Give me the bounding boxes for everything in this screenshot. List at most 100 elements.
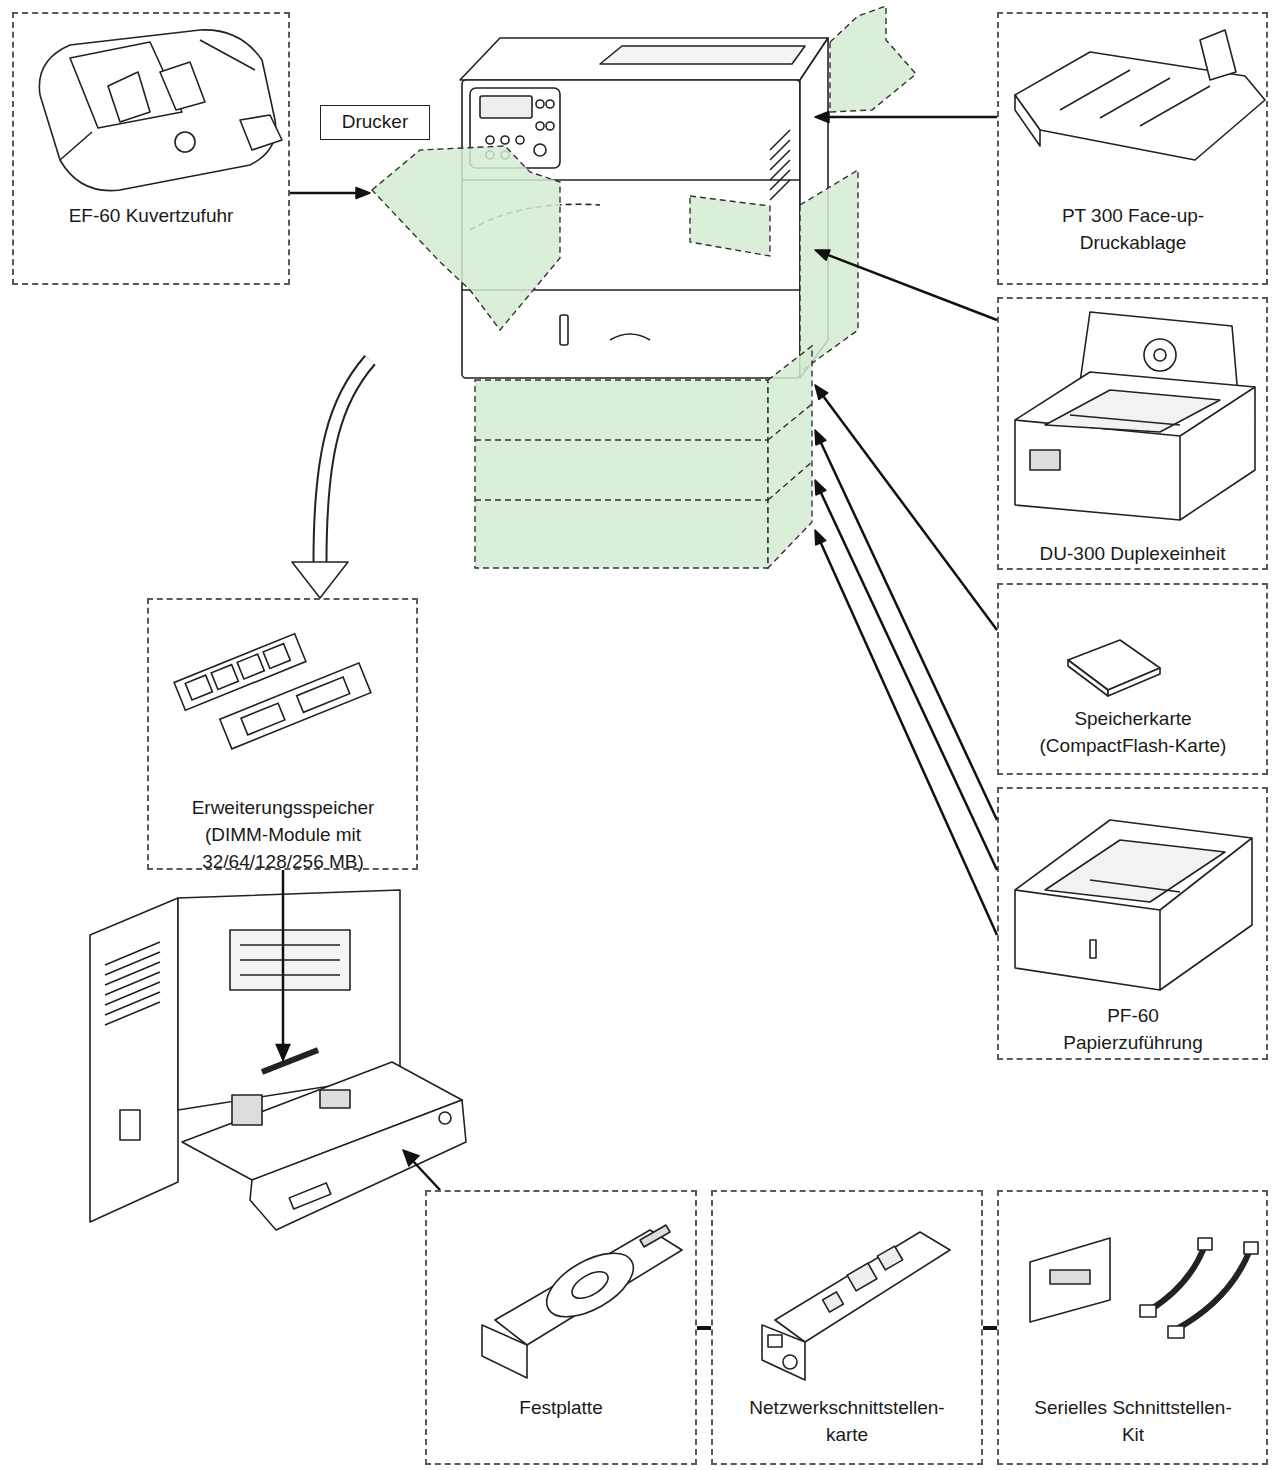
printer-rear-illustration xyxy=(262,1050,318,1072)
option-label: EF-60 Kuvertzufuhr xyxy=(14,202,288,229)
option-outline-area xyxy=(800,170,858,372)
option-box: PF-60 Papierzuführung xyxy=(997,787,1268,1060)
printer-rear-illustration xyxy=(240,959,340,961)
printer-illustration xyxy=(501,136,509,144)
option-outline-area xyxy=(768,346,812,568)
option-label: PT 300 Face-up- Druckablage xyxy=(1043,202,1223,256)
printer-rear-illustration xyxy=(289,1183,331,1209)
option-label: Erweiterungsspeicher (DIMM-Module mit 32… xyxy=(173,794,393,875)
dimm-module-illustration xyxy=(297,677,350,712)
printer-rear-illustration xyxy=(232,1095,262,1125)
hard-disk-illustration xyxy=(536,1240,643,1330)
printer-illustration xyxy=(486,136,494,144)
option-label: Speicherkarte (CompactFlash-Karte) xyxy=(1023,705,1243,759)
compactflash-card-illustration xyxy=(1108,668,1160,696)
printer-rear-illustration xyxy=(105,992,160,1015)
option-label: Festplatte xyxy=(427,1394,695,1421)
printer-rear-illustration xyxy=(105,962,160,985)
printer-rear-illustration xyxy=(120,1110,140,1140)
arrow-head xyxy=(292,562,348,598)
network-card-illustration xyxy=(762,1232,950,1380)
connector-arrow xyxy=(815,430,997,820)
view-arrow xyxy=(292,360,370,598)
dimm-module-illustration xyxy=(263,644,290,669)
duplex-unit-illustration xyxy=(1070,415,1180,425)
dimm-module-illustration xyxy=(237,654,264,679)
option-outline-area xyxy=(372,146,560,330)
dimm-module-illustration xyxy=(220,663,371,749)
hard-disk-illustration xyxy=(495,1230,682,1345)
printer-rear-illustration xyxy=(439,1112,451,1124)
printer-label: Drucker xyxy=(320,105,430,140)
duplex-unit-illustration xyxy=(1144,339,1176,371)
compactflash-card-illustration xyxy=(1068,640,1160,690)
envelope-feeder-illustration xyxy=(39,30,275,191)
printer-rear-illustration xyxy=(105,942,160,965)
network-card-illustration xyxy=(877,1246,902,1270)
network-card-illustration xyxy=(823,1292,844,1312)
option-outline-area xyxy=(475,380,768,568)
duplex-unit-illustration xyxy=(1015,387,1255,436)
serial-kit-illustration xyxy=(1150,1245,1205,1310)
arrow-head xyxy=(356,188,370,199)
serial-kit-illustration xyxy=(1175,1250,1250,1330)
option-box: DU-300 Duplexeinheit xyxy=(997,297,1268,570)
paper-feeder-illustration xyxy=(1090,940,1096,958)
face-up-tray-illustration xyxy=(1140,86,1210,126)
printer-rear-illustration xyxy=(105,952,160,975)
option-outline-area xyxy=(690,196,770,256)
serial-kit-illustration xyxy=(1050,1270,1090,1284)
connector-arrow xyxy=(815,530,997,935)
option-label: Netzwerkschnittstellen- karte xyxy=(737,1394,957,1448)
paper-feeder-illustration xyxy=(1015,838,1252,910)
face-up-tray-illustration xyxy=(1100,78,1170,118)
option-outline-area xyxy=(475,439,768,440)
printer-illustration xyxy=(770,130,790,150)
paper-feeder-illustration xyxy=(1015,820,1252,990)
envelope-feeder-illustration xyxy=(108,72,150,122)
network-card-illustration xyxy=(768,1335,782,1347)
printer-illustration xyxy=(770,140,790,160)
printer-rear-illustration xyxy=(105,1002,160,1025)
paper-feeder-illustration xyxy=(1045,840,1225,902)
arrow-head xyxy=(815,480,826,495)
option-outline-area xyxy=(768,462,812,500)
dimm-module-illustration xyxy=(220,663,371,749)
hard-disk-illustration xyxy=(482,1325,527,1378)
serial-kit-illustration xyxy=(1198,1238,1212,1250)
leader-arrow xyxy=(983,1326,997,1330)
hard-disk-illustration xyxy=(482,1225,682,1378)
compactflash-card-illustration xyxy=(1068,640,1160,696)
network-card-illustration xyxy=(783,1355,797,1369)
option-label: Serielles Schnittstellen- Kit xyxy=(1023,1394,1243,1448)
leader-arrow xyxy=(412,1160,440,1190)
arrow-head xyxy=(815,250,830,260)
option-outline-area xyxy=(372,6,916,568)
printer-illustration xyxy=(560,315,568,345)
face-up-tray-illustration xyxy=(1200,30,1236,80)
printer-rear-illustration xyxy=(105,972,160,995)
dimm-module-illustration xyxy=(241,703,285,735)
printer-illustration xyxy=(546,100,554,108)
connector-line xyxy=(820,442,997,820)
printer-rear-illustration xyxy=(105,982,160,1005)
connector-line xyxy=(827,255,997,320)
network-card-illustration xyxy=(775,1232,950,1342)
printer-illustration xyxy=(536,100,544,108)
duplex-unit-illustration xyxy=(1030,450,1060,470)
option-outline-area xyxy=(768,404,812,440)
printer-rear-illustration xyxy=(90,890,466,1230)
network-card-illustration xyxy=(762,1325,805,1380)
printer-area: Drucker xyxy=(370,25,815,570)
arrow-head xyxy=(815,112,829,123)
printer-illustration xyxy=(480,96,532,118)
connector-arrow xyxy=(815,250,997,320)
printer-illustration xyxy=(546,122,554,130)
printer-illustration xyxy=(770,160,790,180)
leader-arrow xyxy=(277,870,997,1328)
connector-line xyxy=(828,116,997,119)
printer-illustration xyxy=(516,136,524,144)
printer-illustration xyxy=(460,38,828,80)
compactflash-card-illustration xyxy=(1068,660,1108,696)
